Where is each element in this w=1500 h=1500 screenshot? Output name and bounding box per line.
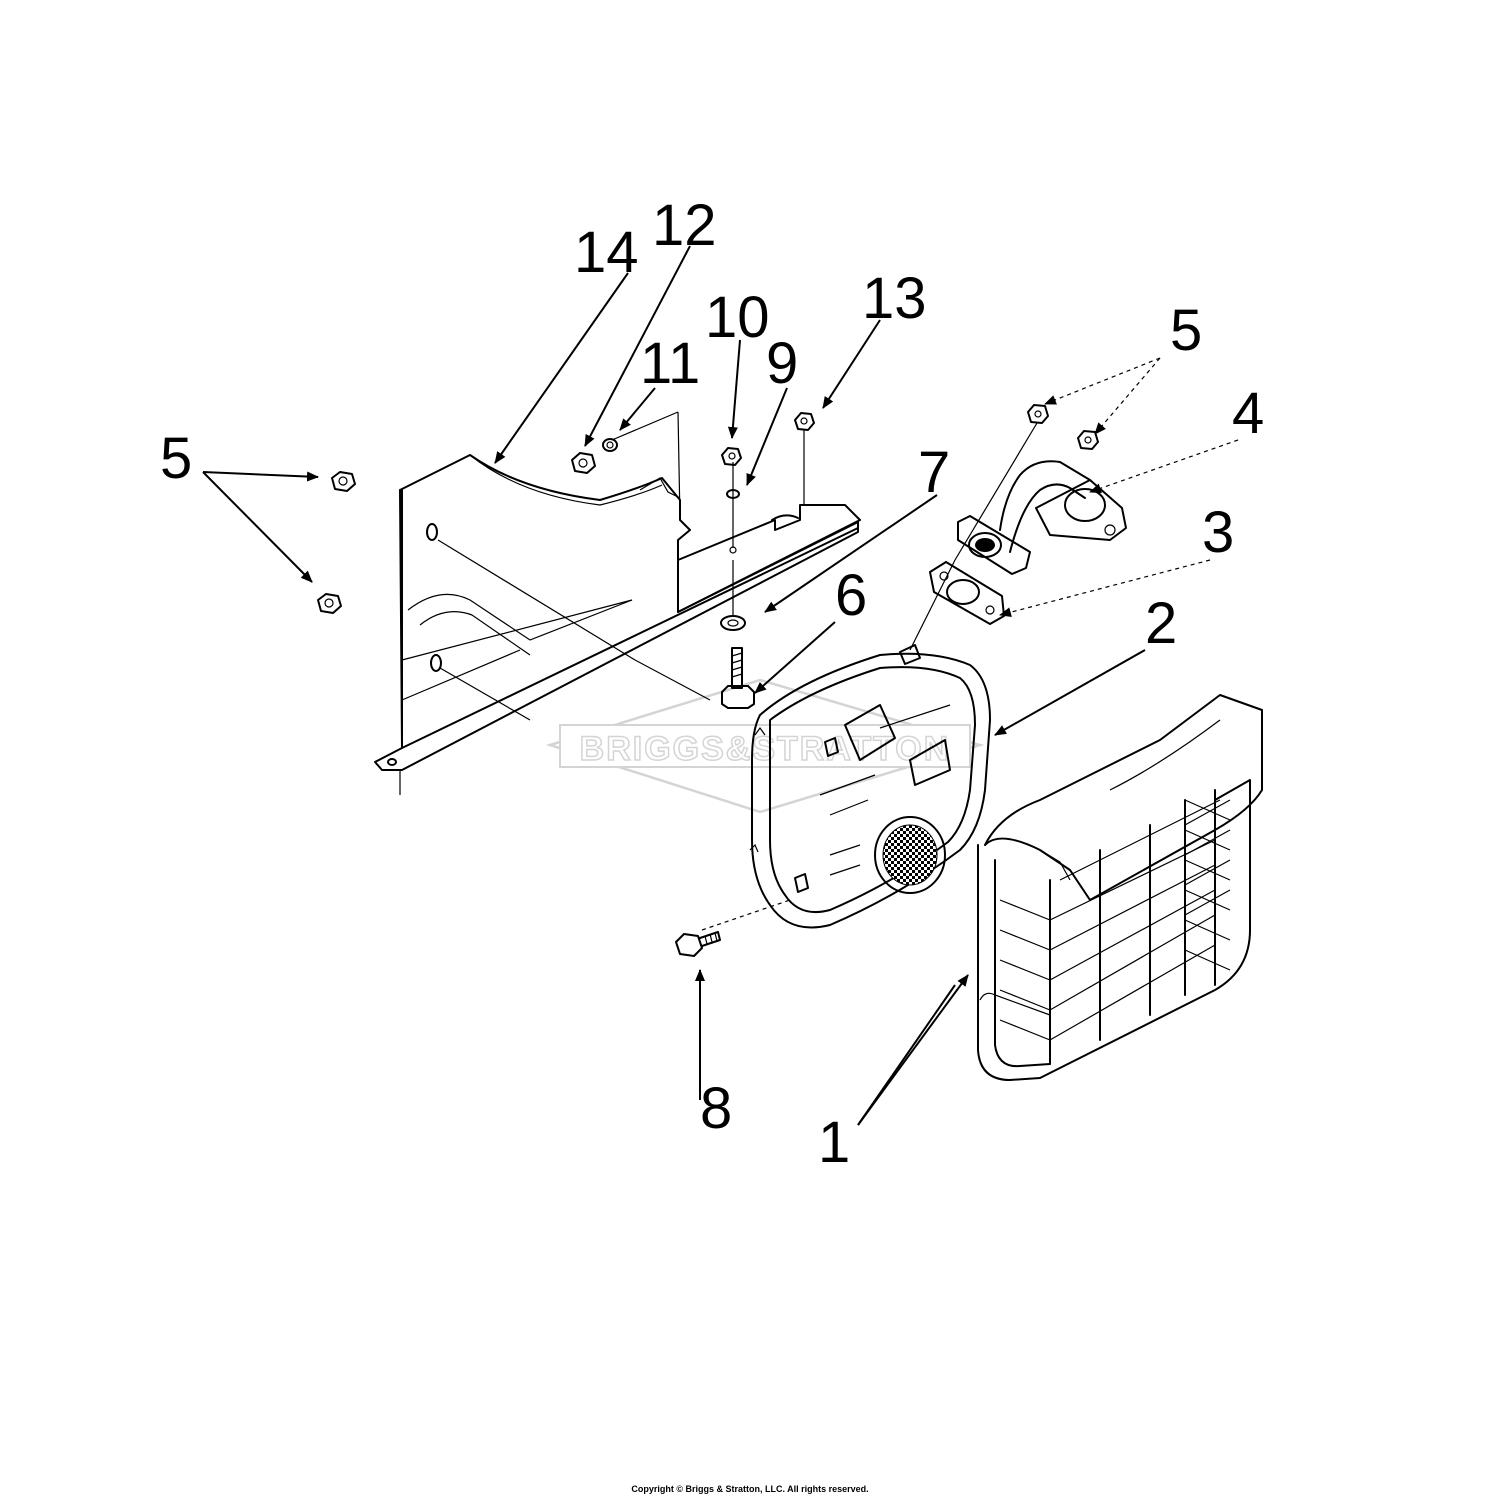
part-5-nut-left-upper <box>331 471 356 492</box>
callout-1: 1 <box>818 1110 850 1175</box>
callout-5-left: 5 <box>160 426 192 491</box>
callout-4: 4 <box>1232 381 1264 446</box>
part-10-nut <box>721 447 742 466</box>
copyright-notice: Copyright © Briggs & Stratton, LLC. All … <box>631 1484 869 1494</box>
part-1-muffler-guard <box>977 694 1263 1081</box>
callout-2: 2 <box>1145 591 1177 656</box>
part-6-bolt <box>721 647 755 709</box>
part-11-washer <box>602 438 618 452</box>
part-7-washer <box>720 615 746 631</box>
part-2-muffler <box>749 644 991 929</box>
callout-6: 6 <box>835 563 867 628</box>
part-14-heat-shield <box>374 454 859 795</box>
briggs-stratton-watermark: BRIGGS&STRATTON <box>545 678 985 814</box>
callout-8: 8 <box>700 1076 732 1141</box>
part-13-nut <box>794 412 815 431</box>
part-5-nut-left-lower <box>317 593 342 614</box>
leader-lines <box>202 245 1239 1126</box>
part-5-nut-right-lower <box>1077 430 1099 450</box>
callout-9: 9 <box>766 331 798 396</box>
watermark-text: BRIGGS&STRATTON <box>580 730 951 768</box>
part-12-nut <box>571 452 596 474</box>
callout-3: 3 <box>1202 500 1234 565</box>
callout-14: 14 <box>574 220 639 285</box>
part-3-gasket <box>929 561 1005 625</box>
callout-5-right: 5 <box>1170 298 1202 363</box>
part-4-exhaust-pipe <box>957 460 1127 575</box>
callout-13: 13 <box>862 266 927 331</box>
mounting-bracket <box>639 477 861 613</box>
part-8-screw <box>675 931 721 957</box>
callout-10: 10 <box>705 285 770 350</box>
part-5-nut-right-upper <box>1027 404 1049 424</box>
callout-11: 11 <box>640 331 700 396</box>
callout-7: 7 <box>918 440 950 505</box>
callout-numbers: 1 2 3 4 5 5 6 7 8 9 10 11 12 13 14 <box>160 193 1264 1175</box>
callout-12: 12 <box>652 193 717 258</box>
